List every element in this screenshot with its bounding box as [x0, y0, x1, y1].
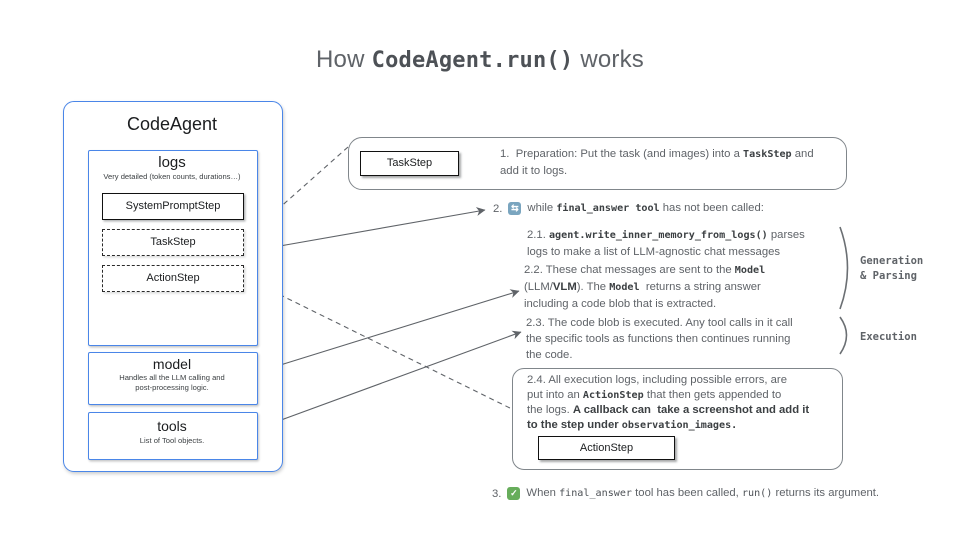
- generation-parsing-label: Generation& Parsing: [860, 255, 924, 282]
- step24-text: 2.4. All execution logs, including possi…: [527, 374, 810, 431]
- title-suffix: works: [580, 46, 644, 73]
- model-title: model: [152, 356, 192, 372]
- tools-subtitle: List of Tool objects.: [139, 436, 205, 445]
- step1-taskstep-box: TaskStep: [360, 151, 459, 176]
- title-code: CodeAgent.run(): [371, 48, 574, 73]
- step2-number: 2.: [493, 202, 503, 215]
- step2-text: while final_answer tool has not been cal…: [527, 202, 764, 214]
- title-prefix: How: [316, 46, 365, 73]
- arrow-logs-to-step2: [256, 207, 486, 251]
- arrow-step24-to-logs-actionstep: [249, 279, 519, 413]
- memory-step-actionstep: ActionStep: [102, 265, 244, 292]
- memory-step-systempromptstep: SystemPromptStep: [102, 193, 244, 220]
- logs-title: logs: [158, 154, 186, 171]
- arrow-step22-to-model: [260, 289, 520, 373]
- tools-title: tools: [157, 418, 187, 434]
- logs-subtitle: Very detailed (token counts, durations…): [103, 172, 241, 181]
- step1-text: 1. Preparation: Put the task (and images…: [500, 148, 814, 177]
- arrow-step23-to-tools: [261, 330, 522, 429]
- step3-text: When final_answer tool has been called, …: [526, 487, 880, 499]
- check-icon: ✓: [507, 487, 521, 500]
- step24-actionstep-box: ActionStep: [538, 436, 675, 460]
- step3-line: 3. ✓ When final_answer tool has been cal…: [492, 485, 879, 502]
- memory-step-taskstep: TaskStep: [102, 229, 244, 256]
- step21-text: 2.1. agent.write_inner_memory_from_logs(…: [527, 229, 805, 258]
- step3-number: 3.: [492, 487, 502, 500]
- tools-box: [88, 412, 258, 460]
- repeat-icon: ⇆: [508, 202, 522, 215]
- step22-text: 2.2. These chat messages are sent to the…: [524, 264, 766, 310]
- step2-line: 2. ⇆ while final_answer tool has not bee…: [493, 200, 764, 217]
- execution-label: Execution: [860, 331, 917, 343]
- model-box: [88, 352, 258, 405]
- codeagent-title: CodeAgent: [126, 114, 218, 134]
- step23-text: 2.3. The code blob is executed. Any tool…: [526, 317, 793, 361]
